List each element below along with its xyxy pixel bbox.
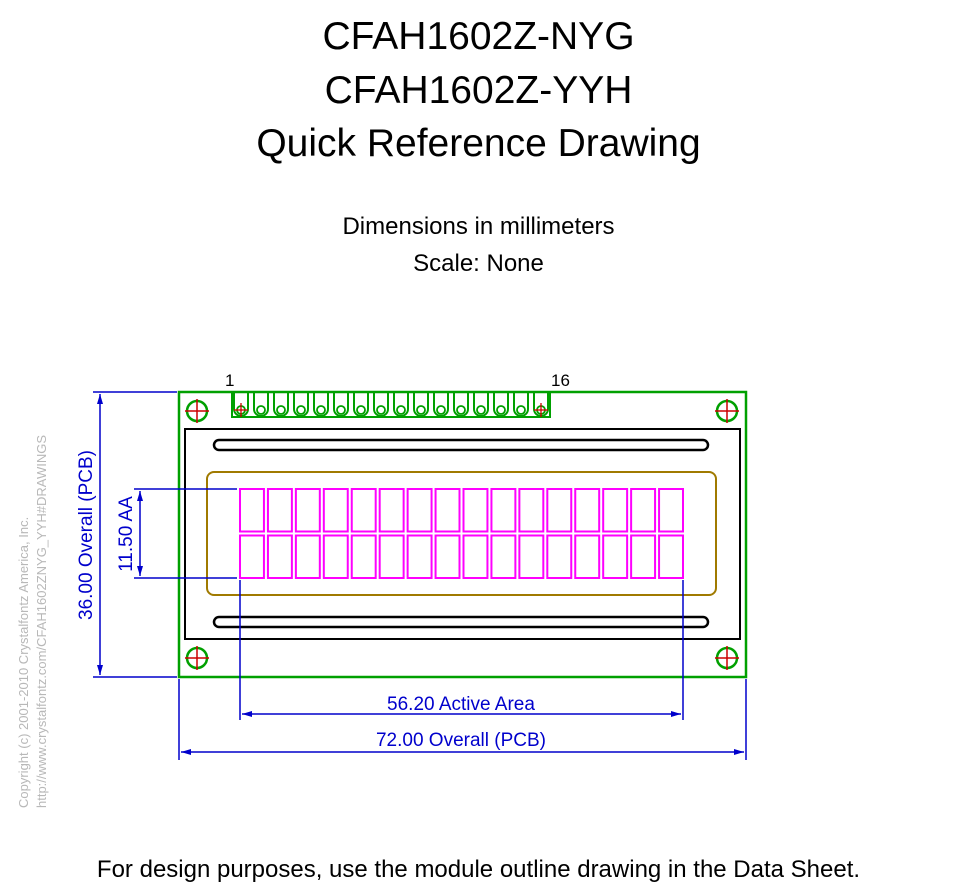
overall-width-label: 72.00 Overall (PCB) [376, 730, 546, 751]
bezel-bottom-slot [212, 615, 710, 629]
character-cell [462, 534, 489, 579]
character-cell [322, 488, 349, 533]
mounting-hole-top-left [185, 399, 209, 423]
character-cell [490, 534, 517, 579]
active-width-label: 56.20 Active Area [387, 694, 535, 715]
title-line-1: CFAH1602Z-NYG [322, 15, 635, 58]
mounting-hole-top-right [715, 399, 739, 423]
character-cell [406, 488, 433, 533]
pin-3 [273, 392, 289, 417]
character-cell [546, 488, 573, 533]
character-cell [239, 534, 265, 579]
pin-14 [493, 392, 509, 417]
overall-height-dimension [93, 391, 177, 678]
pin-4 [293, 392, 309, 417]
units-note: Dimensions in millimeters [342, 213, 615, 240]
pin-7 [353, 392, 369, 417]
active-height-label: 11.50 AA [116, 496, 137, 572]
overall-height-label: 36.00 Overall (PCB) [76, 450, 97, 620]
pin-8 [373, 392, 389, 417]
character-cell [658, 534, 684, 579]
character-cell [602, 534, 629, 579]
character-cell [350, 488, 377, 533]
character-cell [574, 488, 601, 533]
pcb-outline [177, 390, 748, 679]
character-cell [350, 534, 377, 579]
pin-16 [533, 392, 549, 417]
character-cell [239, 488, 265, 533]
scale-note: Scale: None [413, 250, 544, 277]
pin-11 [433, 392, 449, 417]
character-cell [462, 488, 489, 533]
character-cell [406, 534, 433, 579]
pin-9 [393, 392, 409, 417]
character-cell [630, 534, 657, 579]
active-height-dimension [134, 488, 237, 579]
character-cell [266, 534, 293, 579]
design-note: For design purposes, use the module outl… [96, 856, 861, 883]
pin-header [231, 392, 551, 418]
pin-12 [453, 392, 469, 417]
pin-15 [513, 392, 529, 417]
character-cell [658, 488, 684, 533]
character-cell [434, 534, 461, 579]
character-cell [294, 534, 321, 579]
bezel-top-slot [212, 438, 710, 452]
pin-13 [473, 392, 489, 417]
overall-width-dimension [178, 679, 747, 760]
viewing-area [206, 471, 717, 596]
title-line-3: Quick Reference Drawing [256, 122, 701, 165]
pin-2 [253, 392, 269, 417]
character-cell [378, 488, 405, 533]
pin-1-label: 1 [225, 371, 234, 390]
pin-1 [233, 392, 249, 417]
character-grid [239, 488, 684, 579]
character-cell [574, 534, 601, 579]
character-cell [322, 534, 349, 579]
pin-16-label: 16 [551, 371, 570, 390]
character-cell [518, 488, 545, 533]
character-cell [378, 534, 405, 579]
character-cell [294, 488, 321, 533]
lcd-bezel [184, 428, 741, 640]
active-width-dimension [239, 580, 684, 720]
character-cell [518, 534, 545, 579]
pin-10 [413, 392, 429, 417]
character-cell [546, 534, 573, 579]
character-cell [266, 488, 293, 533]
character-cell [434, 488, 461, 533]
pin-6 [333, 392, 349, 417]
mounting-hole-bottom-right [715, 646, 739, 670]
character-cell [490, 488, 517, 533]
character-cell [630, 488, 657, 533]
mounting-hole-bottom-left [185, 646, 209, 670]
title-line-2: CFAH1602Z-YYH [324, 69, 633, 112]
character-cell [602, 488, 629, 533]
mounting-holes [185, 399, 739, 670]
pin-5 [313, 392, 329, 417]
